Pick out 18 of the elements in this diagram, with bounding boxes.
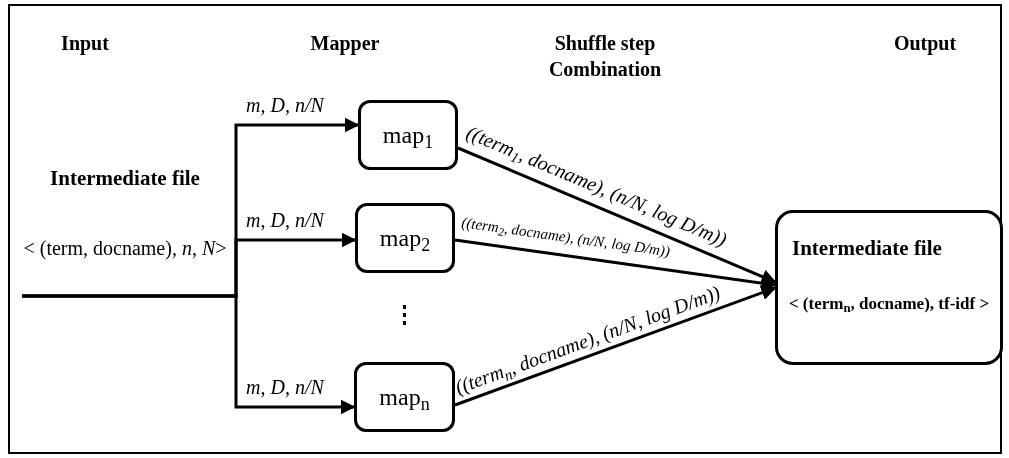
column-heading: Shuffle step Combination	[547, 31, 663, 82]
edge-label: m, D, n/N	[246, 93, 324, 117]
node-title: Intermediate file	[792, 235, 942, 262]
node-title: Intermediate file	[50, 165, 200, 192]
column-heading: Output	[892, 31, 958, 56]
arrow	[22, 294, 356, 415]
edge-label: m, D, n/N	[246, 208, 324, 232]
process-box: map$_{2}$	[355, 203, 455, 273]
arrow	[454, 285, 777, 407]
process-box: map$_{n}$	[354, 362, 455, 432]
arrow	[457, 146, 777, 284]
node-text: < (term$_{n}$, docname), tf-idf >	[788, 292, 990, 316]
process-box: map$_{1}$	[358, 100, 458, 170]
column-heading: Input	[60, 31, 110, 56]
node-text: < (term, docname), n, N>	[23, 235, 227, 262]
edge-label: m, D, n/N	[246, 375, 324, 399]
output-box	[775, 210, 1003, 365]
column-heading: Mapper	[309, 31, 381, 56]
